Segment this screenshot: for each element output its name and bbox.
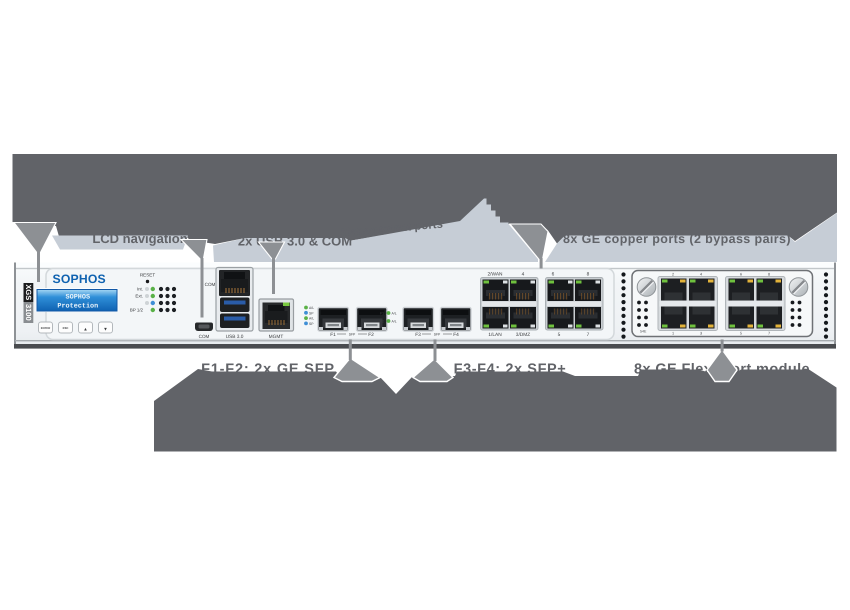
- svg-text:SP: SP: [309, 322, 314, 326]
- svg-text:8: 8: [587, 272, 590, 278]
- svg-text:4: 4: [522, 272, 525, 278]
- svg-text:5: 5: [558, 332, 561, 338]
- svg-text:A/L: A/L: [392, 320, 397, 324]
- svg-text:4: 4: [700, 273, 702, 277]
- svg-text:SFP: SFP: [434, 333, 441, 337]
- svg-text:SOPHOS: SOPHOS: [53, 272, 106, 286]
- svg-text:▼: ▼: [103, 327, 107, 332]
- svg-text:54E: 54E: [640, 330, 647, 334]
- svg-text:F3: F3: [415, 332, 421, 338]
- svg-text:XGS: XGS: [24, 284, 33, 300]
- svg-text:ESC: ESC: [63, 326, 69, 330]
- svg-text:MGMT: MGMT: [269, 334, 284, 340]
- svg-text:7: 7: [768, 332, 770, 336]
- svg-text:LCD navigation: LCD navigation: [92, 231, 187, 246]
- svg-text:F2: F2: [368, 332, 374, 338]
- svg-text:5: 5: [740, 332, 742, 336]
- svg-text:USB 3.0: USB 3.0: [226, 334, 244, 340]
- svg-text:3/DMZ: 3/DMZ: [516, 332, 530, 338]
- svg-text:8x GE copper ports (2 bypass p: 8x GE copper ports (2 bypass pairs): [563, 232, 791, 246]
- svg-text:8: 8: [768, 273, 770, 277]
- svg-text:Protection: Protection: [57, 303, 98, 311]
- svg-text:2/WAN: 2/WAN: [487, 272, 503, 278]
- svg-text:A/L: A/L: [392, 312, 397, 316]
- svg-text:COM: COM: [205, 282, 216, 287]
- svg-text:6: 6: [552, 272, 555, 278]
- svg-text:F1: F1: [380, 312, 384, 316]
- svg-text:6: 6: [740, 273, 742, 277]
- svg-text:1: 1: [672, 332, 674, 336]
- svg-text:2: 2: [672, 273, 674, 277]
- svg-text:▲: ▲: [83, 327, 87, 332]
- svg-text:COM: COM: [199, 334, 210, 339]
- svg-text:Ext.: Ext.: [135, 294, 143, 299]
- svg-text:SOPHOS: SOPHOS: [66, 294, 90, 302]
- svg-text:3: 3: [700, 332, 702, 336]
- svg-text:BP 1/2: BP 1/2: [130, 308, 144, 313]
- svg-text:Int.: Int.: [137, 287, 143, 292]
- svg-text:2x USB 3.0 & COM: 2x USB 3.0 & COM: [238, 234, 352, 249]
- svg-text:7: 7: [587, 332, 590, 338]
- svg-text:F2: F2: [380, 320, 384, 324]
- svg-text:A/L: A/L: [309, 306, 314, 310]
- svg-text:F4: F4: [453, 332, 459, 338]
- svg-text:F1: F1: [330, 332, 336, 338]
- svg-text:SFP: SFP: [349, 333, 356, 337]
- svg-text:ENTER: ENTER: [41, 326, 50, 330]
- svg-text:SP: SP: [309, 311, 314, 315]
- svg-text:RESET: RESET: [140, 273, 156, 278]
- svg-text:1/LAN: 1/LAN: [488, 332, 502, 338]
- svg-text:3100: 3100: [24, 304, 33, 321]
- svg-text:A/L: A/L: [309, 317, 314, 321]
